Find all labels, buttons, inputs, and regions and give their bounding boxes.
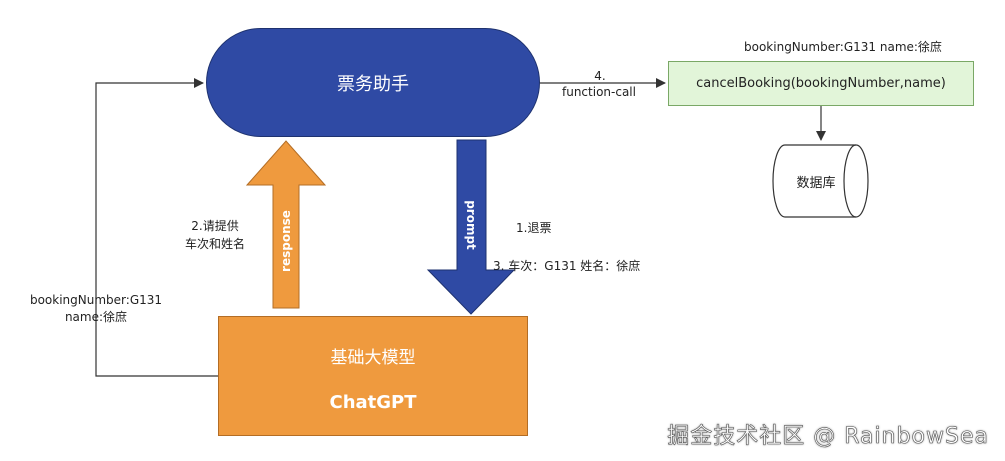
database-cylinder bbox=[772, 144, 869, 218]
ticket-assistant-node: 票务助手 bbox=[206, 28, 540, 137]
base-model-subtitle: ChatGPT bbox=[329, 392, 417, 413]
response-arrow-label: response bbox=[279, 210, 293, 272]
watermark: 掘金技术社区 @ RainbowSea bbox=[667, 424, 989, 450]
train-info-label: 3. 车次：G131 姓名：徐庶 bbox=[493, 259, 641, 273]
prompt-arrow bbox=[426, 139, 516, 315]
base-model-node: 基础大模型 ChatGPT bbox=[218, 316, 528, 436]
database-label: 数据库 bbox=[796, 176, 836, 191]
connector-model-to-assistant bbox=[95, 78, 218, 377]
cancel-ticket-label: 1.退票 bbox=[516, 221, 552, 235]
prompt-arrow-label: prompt bbox=[464, 200, 478, 250]
ticket-assistant-label: 票务助手 bbox=[337, 73, 409, 95]
function-call-step-label: 4. bbox=[594, 69, 606, 83]
function-call-name-label: function-call bbox=[562, 85, 636, 99]
params-left-line2: name:徐庶 bbox=[64, 310, 128, 324]
base-model-title: 基础大模型 bbox=[330, 348, 416, 368]
response-arrow bbox=[245, 140, 327, 309]
function-call-label: cancelBooking(bookingNumber,name) bbox=[696, 76, 946, 91]
params-top-label: bookingNumber:G131 name:徐庶 bbox=[744, 40, 942, 54]
function-call-node: cancelBooking(bookingNumber,name) bbox=[668, 61, 974, 106]
request-line1: 2.请提供 bbox=[191, 219, 239, 233]
request-line2: 车次和姓名 bbox=[184, 237, 245, 251]
params-left-line1: bookingNumber:G131 bbox=[29, 293, 163, 307]
